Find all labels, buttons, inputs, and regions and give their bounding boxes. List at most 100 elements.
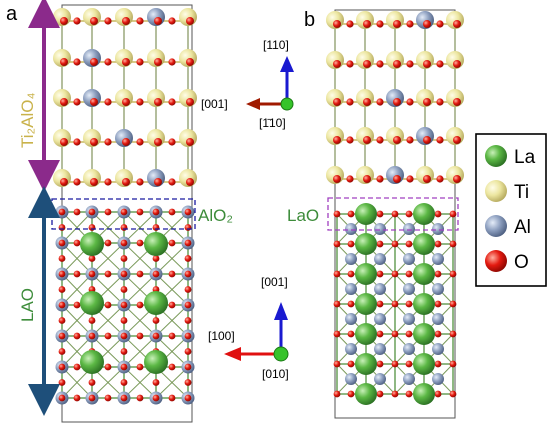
bond	[123, 211, 157, 244]
atom-o	[184, 208, 192, 216]
atom-o	[104, 17, 112, 25]
bond	[61, 335, 93, 368]
atom-o	[347, 270, 355, 278]
atom-o	[406, 98, 414, 106]
atom-la	[80, 350, 104, 374]
axis-bottom-up-label: [001]	[261, 275, 288, 289]
atom-o	[73, 98, 81, 106]
legend-swatch-o	[485, 250, 507, 272]
atom-o	[405, 300, 413, 308]
atom-la	[413, 383, 435, 405]
atom-o	[58, 317, 66, 324]
atom-o	[347, 330, 355, 338]
atom-al	[432, 313, 444, 325]
atom-o	[104, 58, 112, 66]
atom-la	[355, 233, 377, 255]
atom-o	[391, 390, 399, 398]
atom-o	[88, 224, 96, 231]
lao-label: LAO	[18, 288, 37, 322]
atom-al	[432, 223, 444, 235]
atom-la	[413, 203, 435, 225]
alo2-label: AlO₂	[198, 206, 233, 225]
atom-o	[120, 332, 128, 340]
atom-al	[403, 253, 415, 265]
atom-o	[393, 98, 401, 106]
atom-o	[73, 363, 81, 371]
axis-out-dot-top	[280, 97, 294, 111]
atom-o	[58, 208, 66, 216]
atom-o	[184, 394, 192, 402]
atom-o	[333, 98, 341, 106]
atom-o	[136, 178, 144, 186]
atom-o	[122, 58, 130, 66]
atom-o	[168, 239, 176, 247]
atom-o	[168, 17, 176, 25]
atom-o	[122, 138, 130, 146]
atom-o	[333, 270, 341, 278]
atom-la	[144, 291, 168, 315]
atom-o	[376, 330, 384, 338]
atom-o	[184, 224, 192, 231]
atom-o	[104, 301, 112, 309]
atom-o	[60, 58, 68, 66]
atom-o	[436, 98, 444, 106]
atom-o	[136, 98, 144, 106]
atom-o	[58, 255, 66, 262]
atom-o	[120, 379, 128, 386]
ti2alo4-label: Ti₂AlO₄	[18, 93, 37, 148]
atom-o	[423, 60, 431, 68]
bond	[91, 304, 125, 337]
atom-al	[345, 373, 357, 385]
atom-o	[184, 239, 192, 247]
atom-al	[432, 253, 444, 265]
atom-o	[168, 208, 176, 216]
atom-o	[406, 175, 414, 183]
atom-o	[453, 20, 461, 28]
atom-o	[154, 58, 162, 66]
atom-o	[333, 360, 341, 368]
atom-o	[60, 138, 68, 146]
legend-swatch-al	[485, 215, 507, 237]
atom-la	[355, 203, 377, 225]
atom-o	[376, 175, 384, 183]
atom-la	[355, 263, 377, 285]
atom-o	[120, 317, 128, 324]
atom-o	[152, 332, 160, 340]
atom-al	[345, 283, 357, 295]
atom-o	[60, 98, 68, 106]
atom-o	[104, 332, 112, 340]
atom-o	[73, 394, 81, 402]
legend-label-al: Al	[514, 217, 531, 238]
atom-o	[436, 175, 444, 183]
atom-o	[346, 98, 354, 106]
atom-o	[434, 300, 442, 308]
atom-la	[355, 353, 377, 375]
panel-label-a: a	[6, 3, 18, 25]
atom-o	[436, 136, 444, 144]
atom-o	[453, 98, 461, 106]
atom-o	[120, 286, 128, 293]
atom-o	[136, 394, 144, 402]
atom-al	[345, 313, 357, 325]
atom-o	[90, 17, 98, 25]
atom-la	[144, 232, 168, 256]
atom-o	[168, 270, 176, 278]
atom-o	[391, 360, 399, 368]
atom-o	[154, 17, 162, 25]
atom-o	[376, 60, 384, 68]
atom-al	[403, 283, 415, 295]
bond	[155, 366, 189, 399]
atom-o	[58, 286, 66, 293]
atom-o	[333, 330, 341, 338]
atom-o	[60, 178, 68, 186]
atom-al	[345, 223, 357, 235]
atom-o	[168, 394, 176, 402]
atom-o	[136, 138, 144, 146]
atom-o	[136, 208, 144, 216]
panel-a-ti2alo4-atoms	[53, 8, 197, 187]
atom-o	[152, 379, 160, 386]
atom-o	[168, 178, 176, 186]
axis-out-dot-bottom	[273, 346, 289, 362]
atom-al	[374, 373, 386, 385]
